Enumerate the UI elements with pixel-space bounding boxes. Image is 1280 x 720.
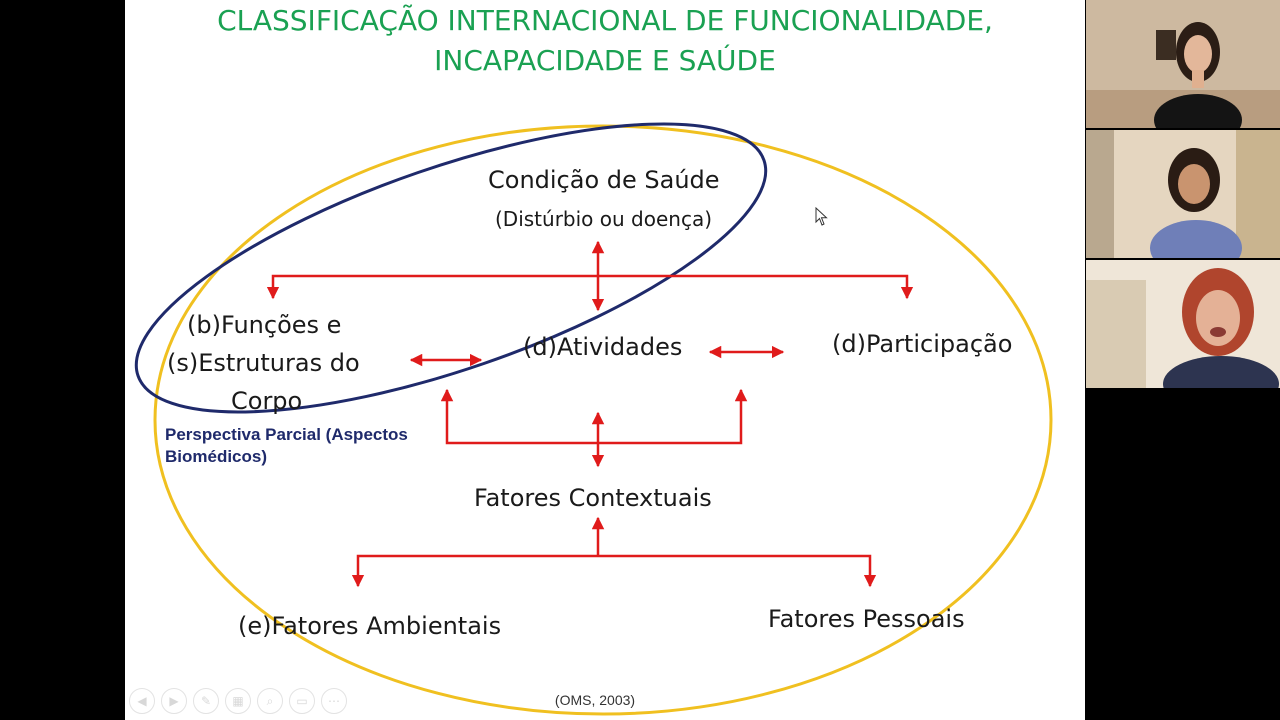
participacao-label: (d)Participação	[832, 330, 1013, 358]
participant-video-1[interactable]	[1086, 0, 1280, 128]
slideshow-controls: ◀▶✎▦⌕▭⋯	[129, 688, 347, 716]
condicao-de-saude-label: Condição de Saúde	[488, 166, 720, 194]
inner-blue-ellipse	[134, 122, 768, 414]
more-options-icon[interactable]: ⋯	[321, 688, 347, 714]
participant-3-image	[1086, 260, 1280, 388]
perspectiva-parcial-label: Perspectiva Parcial (Aspectos Biomédicos…	[165, 425, 408, 466]
corpo-label: Corpo	[231, 387, 303, 415]
outer-yellow-ellipse	[153, 124, 1053, 716]
slide-title-line-1: CLASSIFICAÇÃO INTERNACIONAL DE FUNCIONAL…	[217, 4, 993, 37]
icf-diagram	[134, 122, 1053, 716]
next-slide-icon[interactable]: ▶	[161, 688, 187, 714]
funcoes-label: (b)Funções e	[187, 311, 342, 339]
participant-video-2[interactable]	[1086, 130, 1280, 258]
previous-slide-icon[interactable]: ◀	[129, 688, 155, 714]
fatores-contextuais-label: Fatores Contextuais	[474, 484, 712, 512]
disturbio-label: (Distúrbio ou doença)	[495, 207, 713, 231]
pen-icon[interactable]: ✎	[193, 688, 219, 714]
slides-icon[interactable]: ▦	[225, 688, 251, 714]
participant-video-3[interactable]	[1086, 260, 1280, 388]
estruturas-label: (s)Estruturas do	[167, 349, 360, 377]
atividades-label: (d)Atividades	[523, 333, 683, 361]
mouse-cursor-icon	[815, 207, 828, 226]
participant-2-image	[1086, 130, 1280, 258]
participant-1-image	[1086, 0, 1280, 128]
red-arrows	[266, 240, 914, 588]
citation: (OMS, 2003)	[554, 692, 636, 708]
video-participants-panel	[1086, 0, 1280, 388]
presentation-slide: CLASSIFICAÇÃO INTERNACIONAL DE FUNCIONAL…	[125, 0, 1085, 720]
zoom-icon[interactable]: ⌕	[257, 688, 283, 714]
fatores-pessoais-label: Fatores Pessoais	[768, 605, 965, 633]
subtitles-icon[interactable]: ▭	[289, 688, 315, 714]
fatores-ambientais-label: (e)Fatores Ambientais	[238, 612, 502, 640]
slide-title-line-2: INCAPACIDADE E SAÚDE	[434, 44, 776, 77]
